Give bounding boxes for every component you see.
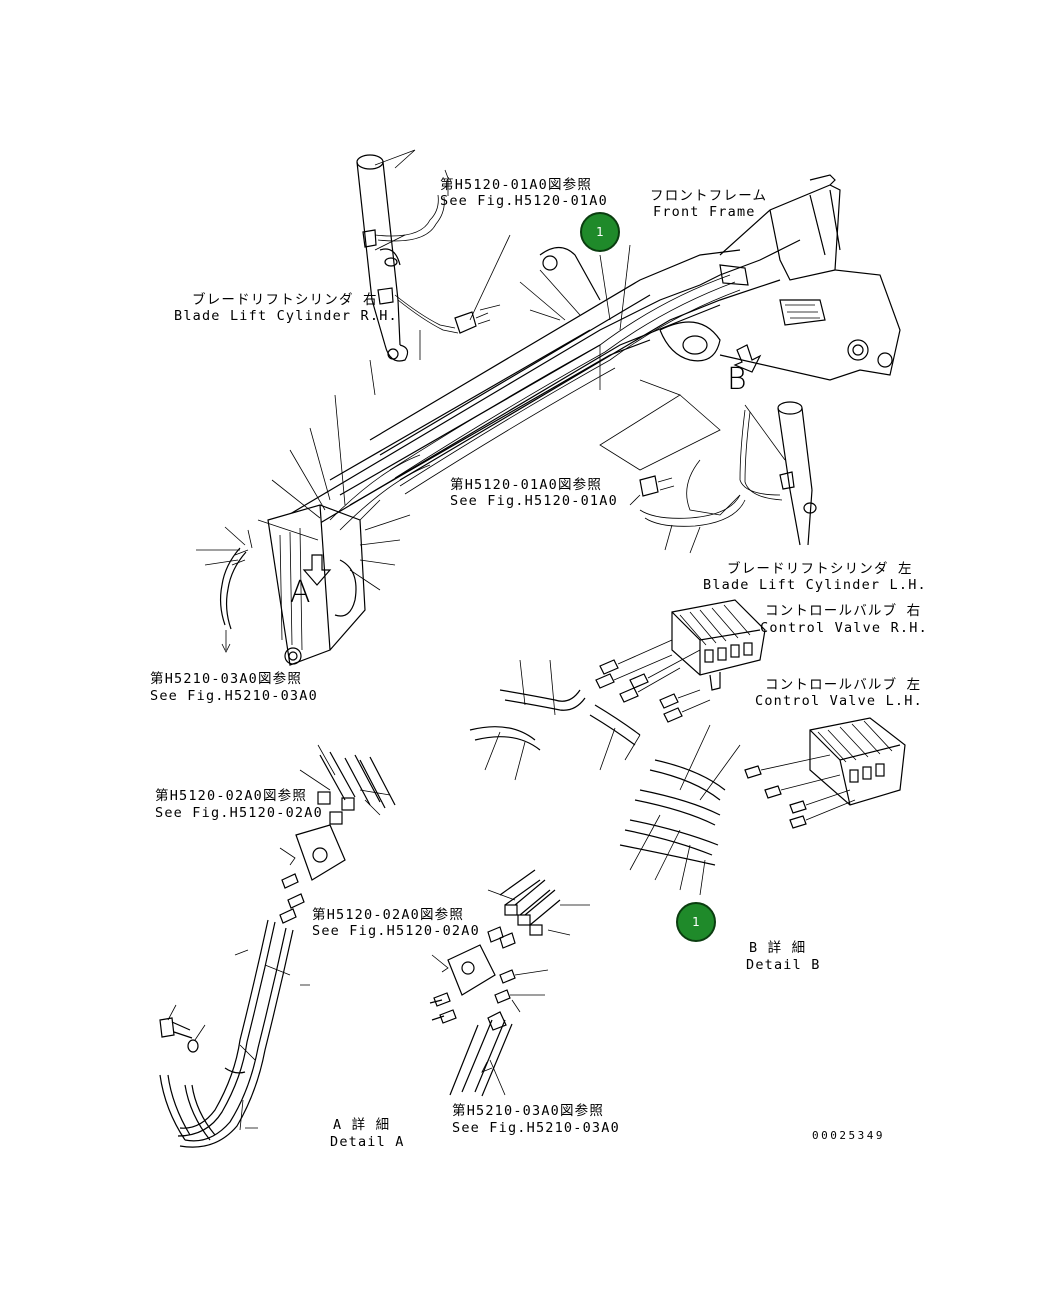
fittings-rh <box>595 639 711 723</box>
hoses-lh <box>619 724 741 896</box>
ref-h5210-03a0-bottom-jp: 第H5210-03A0図参照 <box>452 1103 605 1119</box>
leader-lines-frame <box>257 244 721 591</box>
detail-mid-drawing <box>429 869 590 1097</box>
detail-a-jp: A 詳 細 <box>333 1117 391 1133</box>
ref-h5210-03a0-left-jp: 第H5210-03A0図参照 <box>150 671 303 687</box>
blade-lift-lh-jp: ブレードリフトシリンダ 左 <box>727 561 913 577</box>
control-valve-lh-drawing <box>619 717 906 896</box>
blade-lift-lh-en: Blade Lift Cylinder L.H. <box>703 577 927 593</box>
detail-a-drawing <box>159 744 396 1148</box>
ref-h5210-03a0-bottom-en: See Fig.H5210-03A0 <box>452 1120 620 1136</box>
drawing-number: 00025349 <box>812 1129 885 1142</box>
view-b-letter: B <box>727 362 747 397</box>
callout-1-top[interactable]: 1 <box>580 212 620 252</box>
blade-lift-cylinder-lh-drawing <box>629 401 817 554</box>
detail-b-en: Detail B <box>746 957 821 973</box>
fittings-lh <box>744 754 856 829</box>
control-valve-lh-en: Control Valve L.H. <box>755 693 923 709</box>
front-frame-en: Front Frame <box>653 204 756 220</box>
control-valve-rh-drawing <box>469 599 766 781</box>
ref-h5120-01a0-top-jp: 第H5120-01A0図参照 <box>440 177 593 193</box>
control-valve-rh-jp: コントロールバルブ 右 <box>765 603 922 619</box>
front-frame-drawing <box>267 174 901 666</box>
ref-h5120-02a0-left-jp: 第H5120-02A0図参照 <box>155 788 308 804</box>
ref-h5210-03a0-left-en: See Fig.H5210-03A0 <box>150 688 318 704</box>
front-frame-jp: フロントフレーム <box>650 188 768 204</box>
detail-a-long-hoses <box>159 919 310 1148</box>
ref-h5120-02a0-mid-en: See Fig.H5120-02A0 <box>312 923 480 939</box>
blade-lift-cylinder-rh-drawing <box>356 149 511 362</box>
callout-1-bottom[interactable]: 1 <box>676 902 716 942</box>
detail-b-jp: B 詳 細 <box>749 940 807 956</box>
detail-a-hoses-upper <box>299 744 396 825</box>
detail-a-bolt <box>159 1004 206 1053</box>
control-valve-lh-jp: コントロールバルブ 左 <box>765 677 922 693</box>
detail-pipe-left-drawing <box>196 526 253 653</box>
control-valve-rh-en: Control Valve R.H. <box>760 620 928 636</box>
detail-a-en: Detail A <box>330 1134 405 1150</box>
ref-h5120-02a0-mid-jp: 第H5120-02A0図参照 <box>312 907 465 923</box>
view-a-letter: A <box>290 575 311 610</box>
blade-lift-rh-jp: ブレードリフトシリンダ 右 <box>192 292 378 308</box>
hoses-rh <box>469 659 641 781</box>
ref-h5120-01a0-top-en: See Fig.H5120-01A0 <box>440 193 608 209</box>
ref-h5120-01a0-mid-jp: 第H5120-01A0図参照 <box>450 477 603 493</box>
blade-lift-rh-en: Blade Lift Cylinder R.H. <box>174 308 398 324</box>
ref-h5120-01a0-mid-en: See Fig.H5120-01A0 <box>450 493 618 509</box>
ref-h5120-02a0-left-en: See Fig.H5120-02A0 <box>155 805 323 821</box>
